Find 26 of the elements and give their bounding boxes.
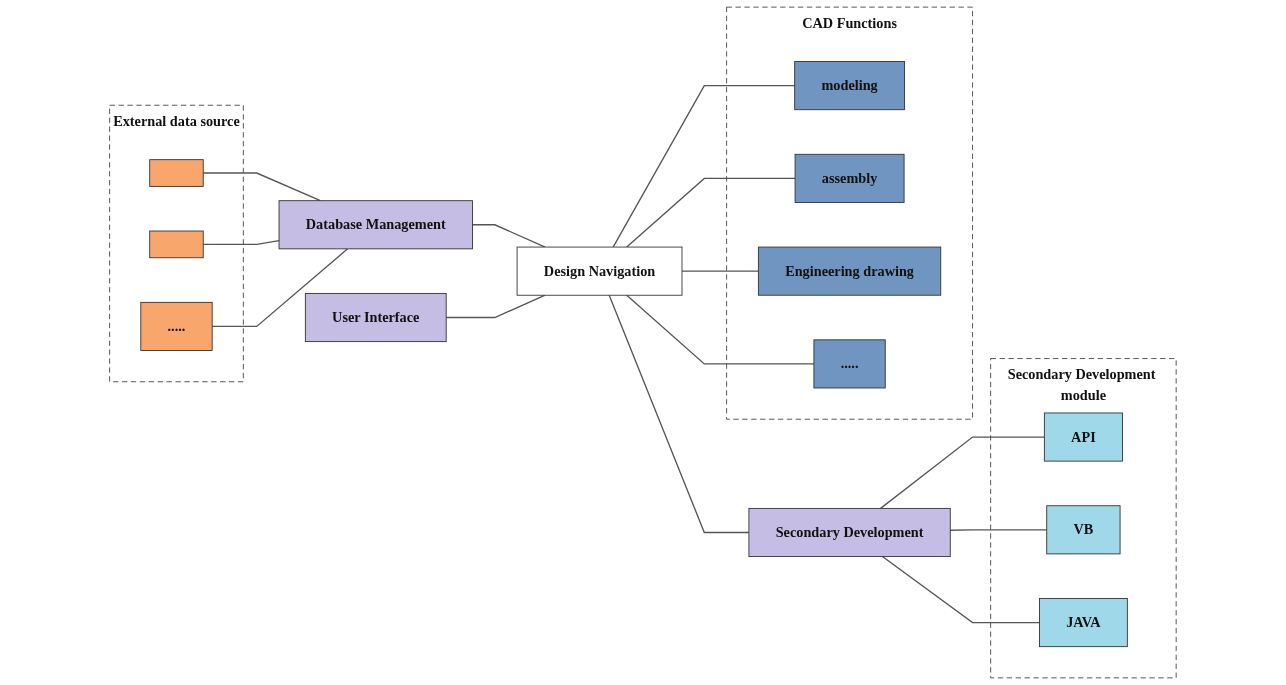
- connector: [612, 84, 796, 248]
- node-box: Design Navigation: [516, 246, 683, 296]
- node-box: User Interface: [305, 293, 447, 343]
- connector: [445, 294, 546, 319]
- connector: [949, 529, 1048, 531]
- node-box: [149, 230, 204, 259]
- node-box: assembly: [794, 153, 905, 203]
- connector: [880, 436, 1046, 510]
- connector: [471, 224, 546, 248]
- node-box: .....: [813, 339, 886, 389]
- connector: [211, 248, 349, 328]
- connector: [881, 555, 1041, 624]
- node-box: [149, 159, 204, 187]
- node-box: API: [1044, 412, 1123, 462]
- connector: [202, 240, 280, 246]
- connector: [681, 270, 760, 272]
- connector: [608, 294, 750, 534]
- connector: [626, 177, 796, 248]
- node-box: Secondary Development: [748, 507, 951, 557]
- node-box: modeling: [794, 61, 906, 111]
- node-box: VB: [1046, 505, 1121, 555]
- node-box: JAVA: [1039, 598, 1128, 648]
- node-box: Engineering drawing: [758, 246, 942, 296]
- node-box: .....: [140, 301, 213, 351]
- node-box: Database Management: [278, 200, 474, 250]
- connector: [626, 294, 815, 365]
